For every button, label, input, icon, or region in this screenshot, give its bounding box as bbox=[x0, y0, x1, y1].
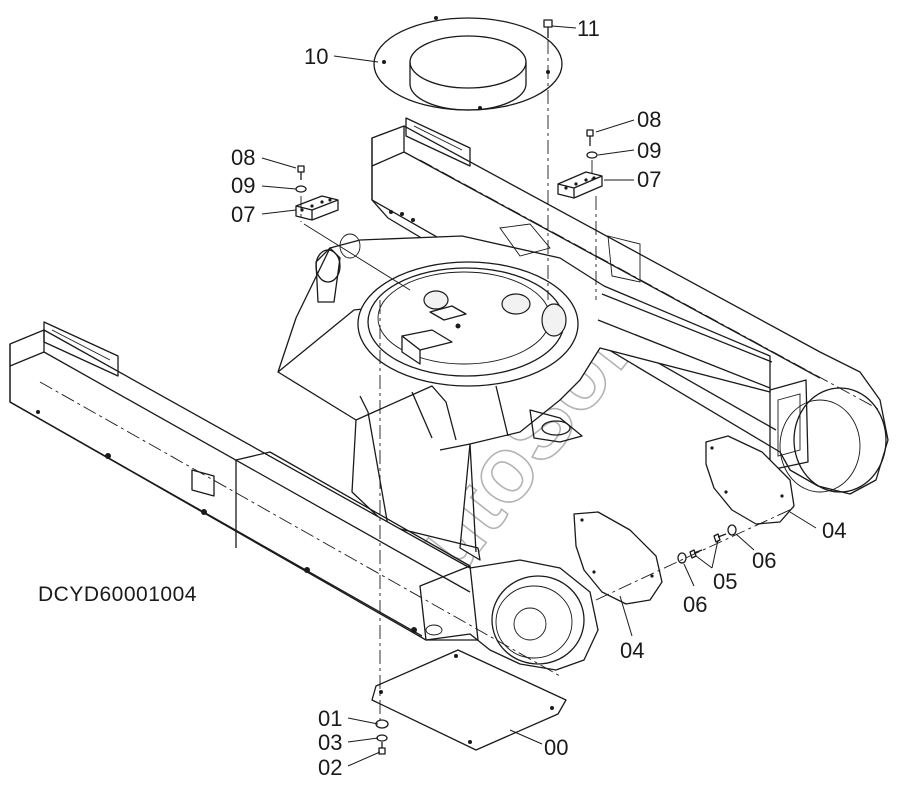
callout-06-left: 06 bbox=[683, 592, 707, 617]
callout-08-right: 08 bbox=[637, 107, 661, 132]
callout-01: 01 bbox=[318, 706, 342, 731]
callout-02: 02 bbox=[318, 755, 342, 780]
callout-09-right: 09 bbox=[637, 138, 661, 163]
callout-07-left: 07 bbox=[231, 202, 255, 227]
bottom-hardware bbox=[375, 719, 389, 755]
right-cover-part-04 bbox=[705, 435, 795, 525]
callout-10: 10 bbox=[304, 44, 328, 69]
leader-lines bbox=[261, 25, 817, 767]
bottom-cover-part-00 bbox=[371, 300, 567, 751]
callout-00: 00 bbox=[544, 735, 568, 760]
swing-ring bbox=[357, 261, 579, 387]
callout-11: 11 bbox=[577, 16, 600, 41]
ring-plate-part-10 bbox=[373, 16, 563, 111]
side-frame-left bbox=[9, 321, 599, 677]
callout-04-right: 04 bbox=[822, 518, 846, 543]
callout-06-right: 06 bbox=[752, 548, 776, 573]
right-plate-part-07 bbox=[557, 129, 603, 300]
callout-labels: 10 11 08 09 07 08 09 07 04 06 05 06 04 0… bbox=[231, 16, 846, 780]
drawing-code: DCYD60001004 bbox=[38, 583, 197, 606]
callout-08-left: 08 bbox=[231, 145, 255, 170]
callout-07-right: 07 bbox=[637, 167, 661, 192]
callout-05: 05 bbox=[713, 569, 737, 594]
left-cover-part-04 bbox=[573, 511, 663, 605]
bolt-part-11 bbox=[543, 19, 553, 300]
callout-03: 03 bbox=[318, 730, 342, 755]
callout-09-left: 09 bbox=[231, 173, 255, 198]
callout-04-left: 04 bbox=[620, 638, 644, 663]
